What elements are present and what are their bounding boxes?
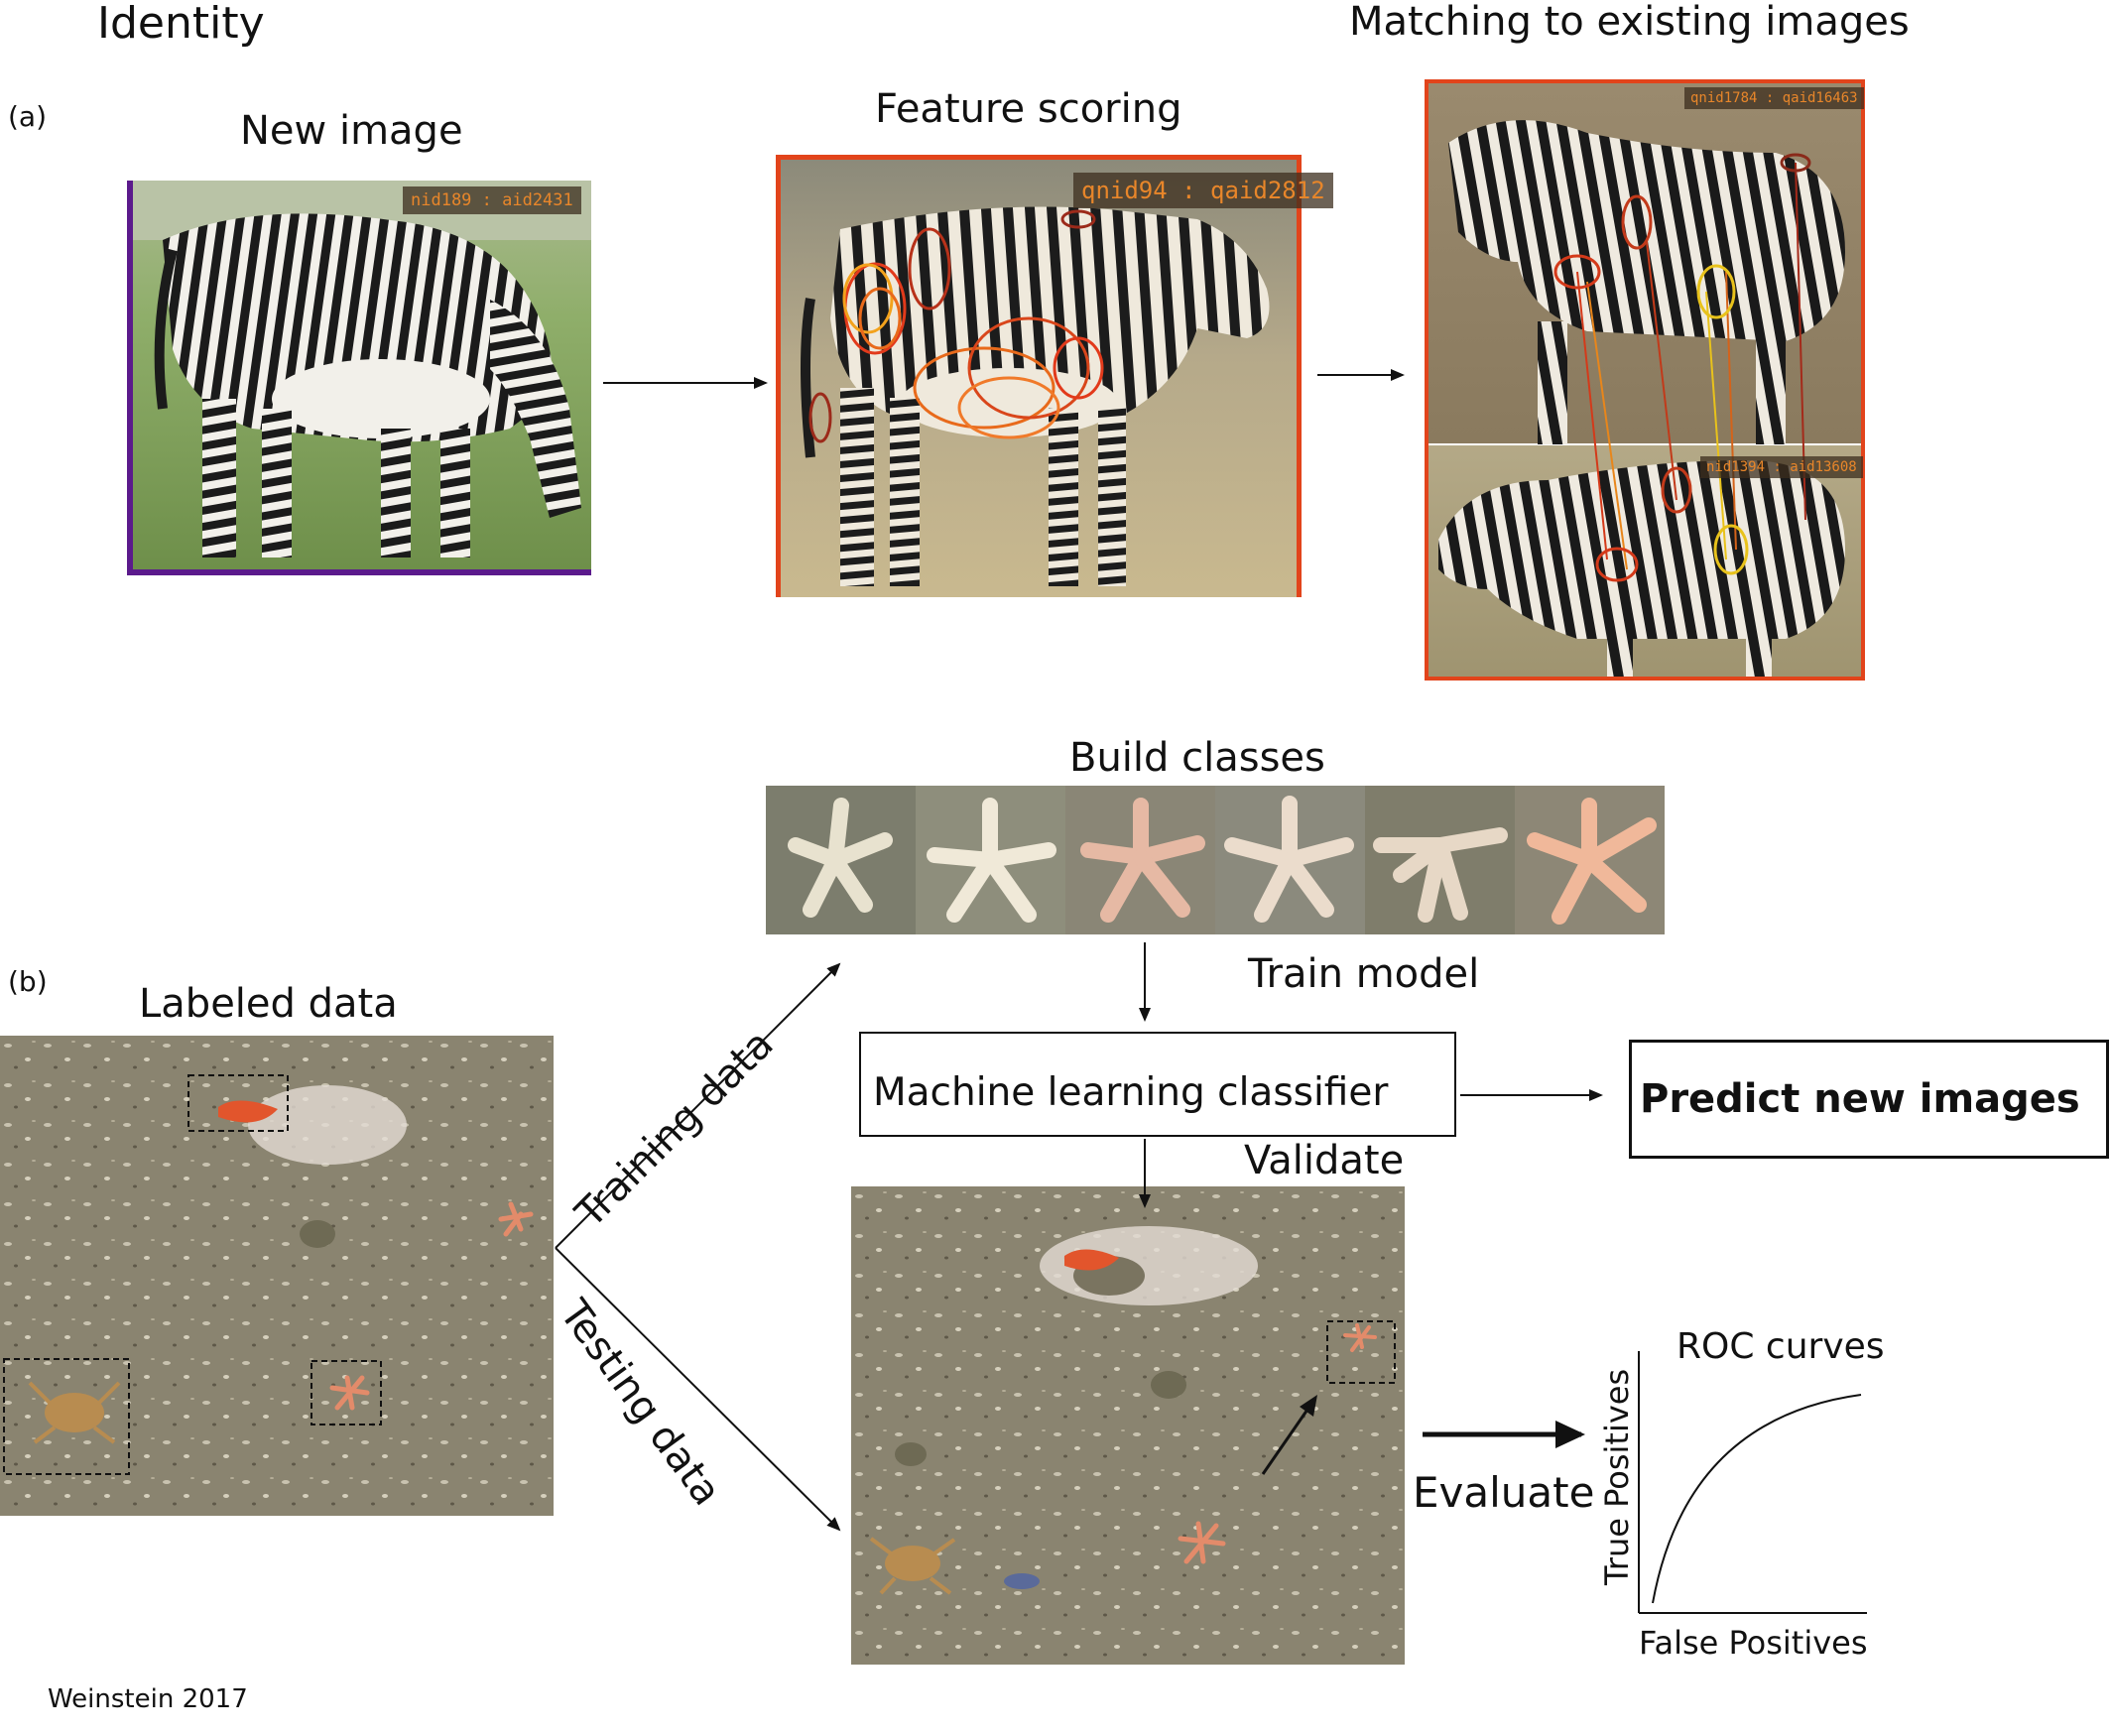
labeled-data-photo [0,1036,554,1516]
roc-xlabel: False Positives [1639,1624,1868,1662]
predict-label: Predict new images [1640,1076,2080,1122]
build-classes-title: Build classes [1069,735,1325,781]
new-image-title: New image [240,108,463,154]
feature-scoring-title: Feature scoring [875,86,1182,132]
panel-a-label: (a) [8,100,48,133]
testing-data-photo [851,1186,1405,1665]
feature-scoring-id-label: qnid94 : qaid2812 [1073,173,1333,208]
arrow-testing [555,1247,841,1532]
evaluate-label: Evaluate [1413,1468,1595,1517]
credit: Weinstein 2017 [48,1684,248,1714]
matching-top-id-label: qnid1784 : qaid16463 [1684,87,1864,109]
classifier-label: Machine learning classifier [873,1070,1389,1115]
feature-scoring-photo [776,155,1302,597]
train-model-label: Train model [1248,951,1480,997]
panel-a-heading: Identity [97,0,265,49]
new-image-id-label: nid189 : aid2431 [403,186,581,214]
roc-title: ROC curves [1676,1326,1885,1367]
roc-curve [1652,1394,1862,1604]
arrow-training [555,962,841,1249]
panel-b-label: (b) [8,965,48,998]
matching-photo [1425,79,1865,681]
matching-title: Matching to existing images [1349,0,1910,45]
matching-bottom-id-label: nid1394 : aid13608 [1700,456,1863,478]
validate-label: Validate [1244,1138,1405,1183]
build-classes-thumbnails [766,786,1665,934]
new-image-photo [127,181,591,575]
classifier-box: Machine learning classifier [859,1032,1456,1137]
predict-box: Predict new images [1629,1040,2109,1159]
labeled-data-title: Labeled data [139,981,398,1027]
